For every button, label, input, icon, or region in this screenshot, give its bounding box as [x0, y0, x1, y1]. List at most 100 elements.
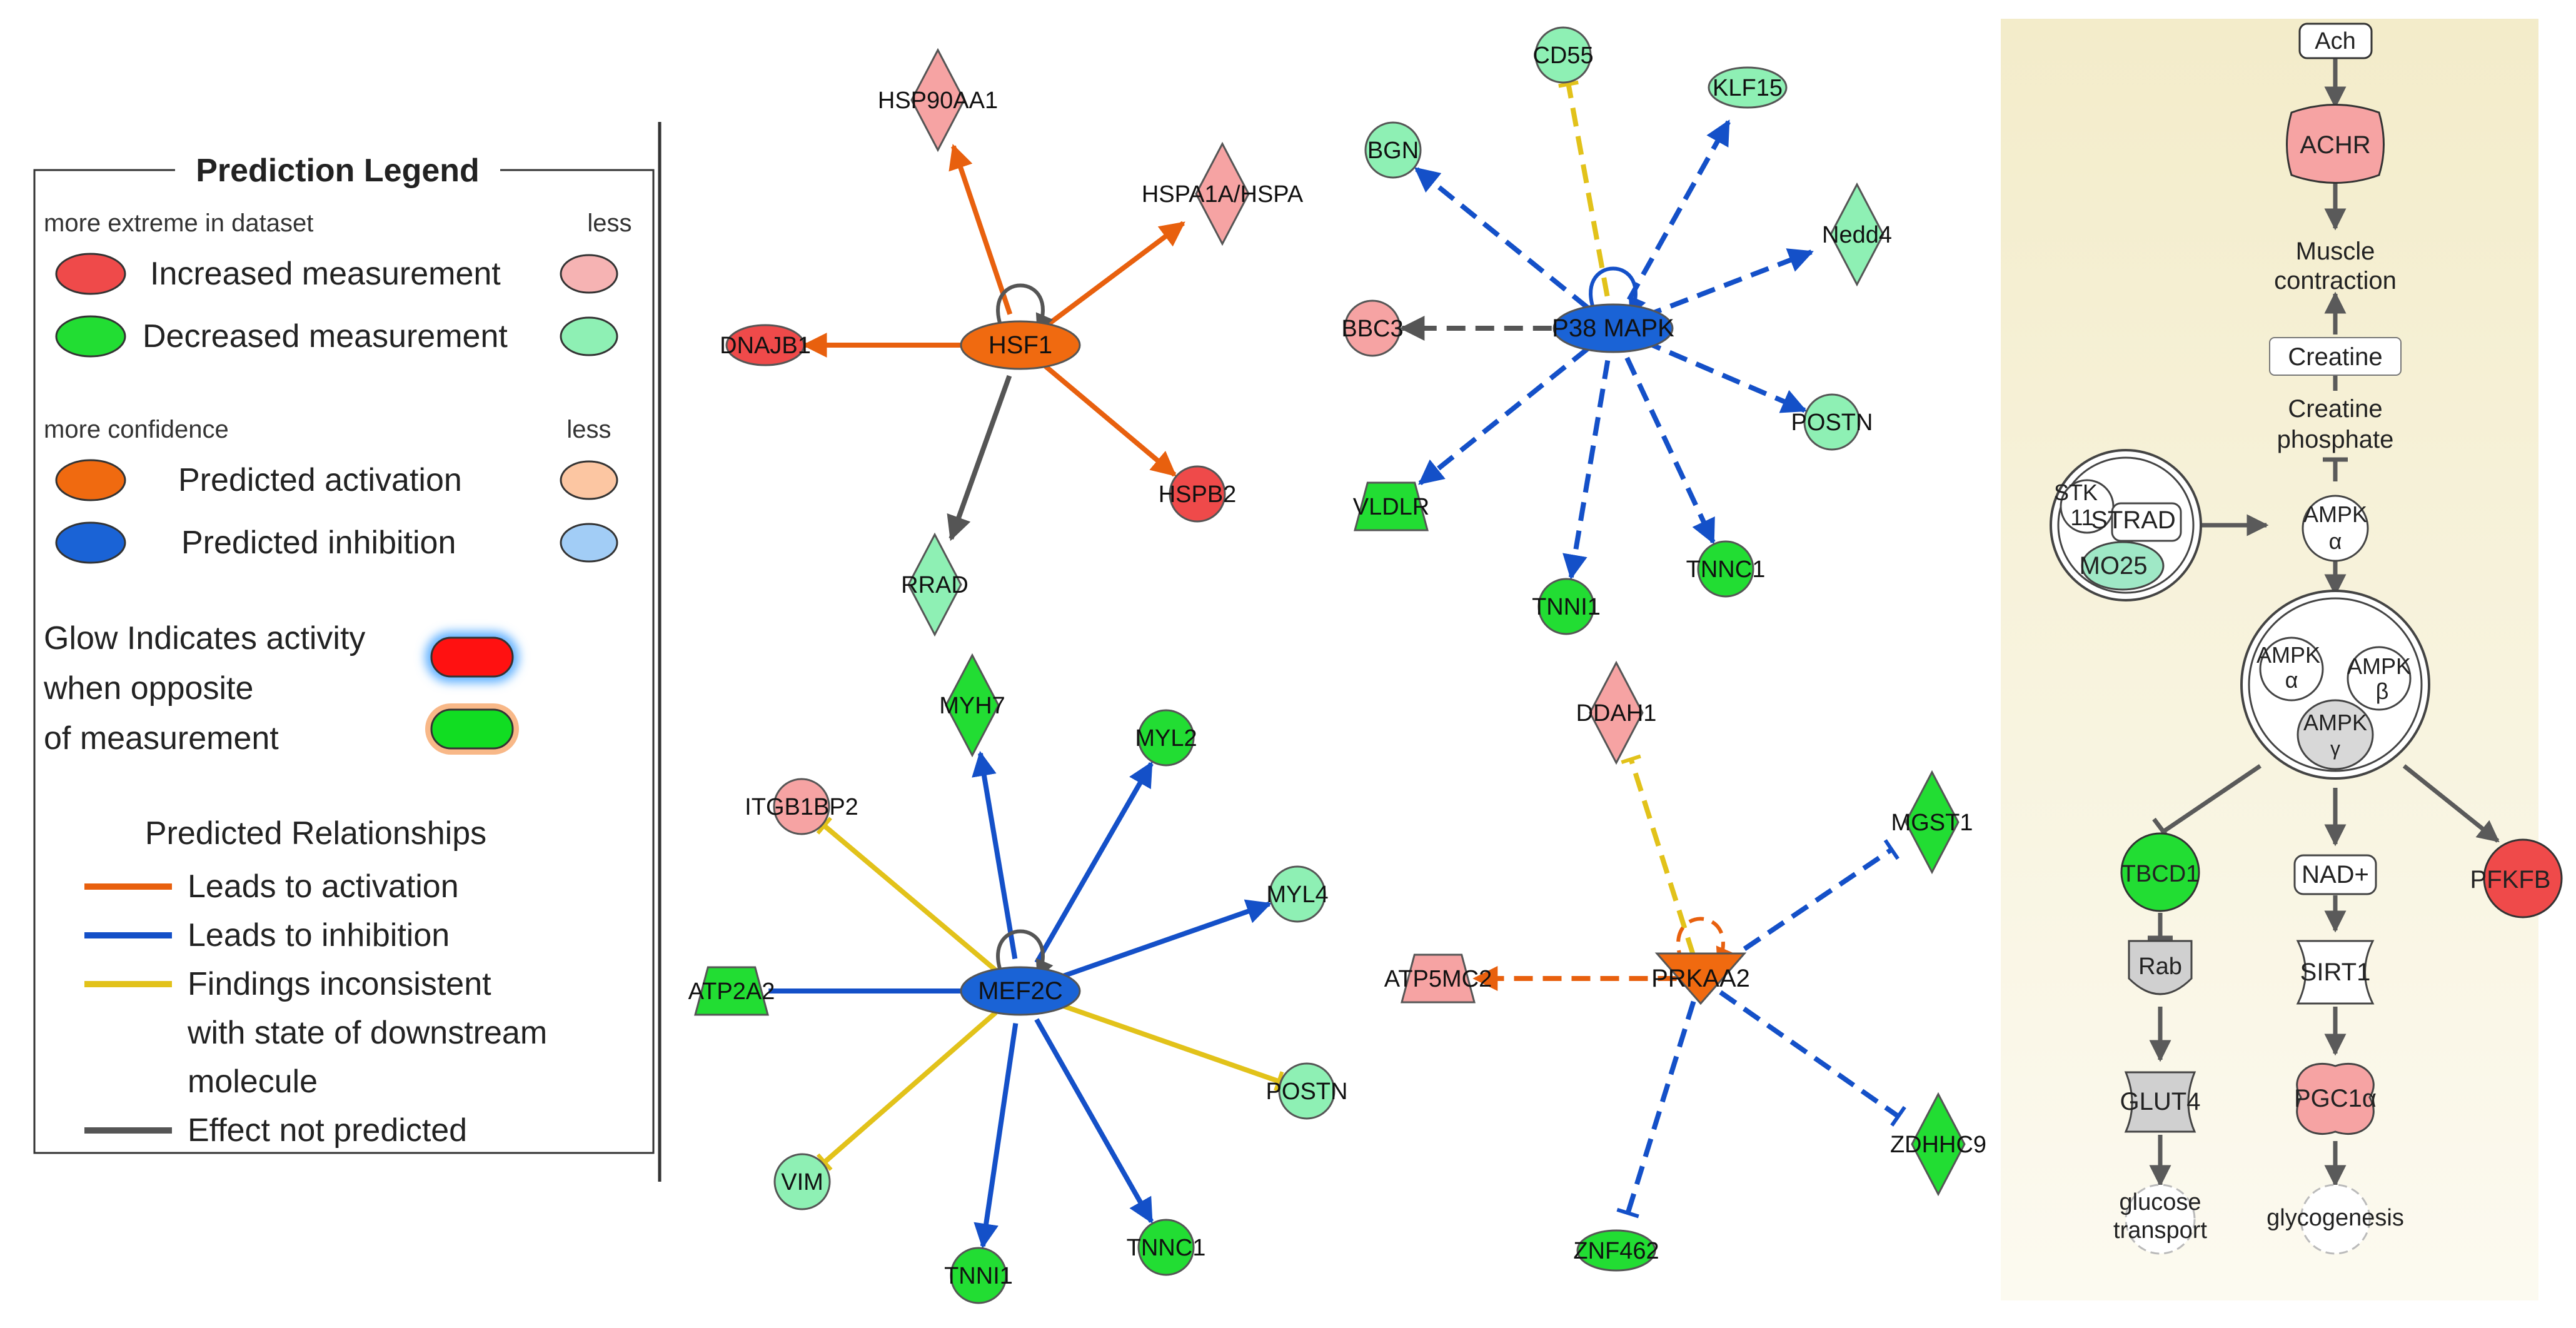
node-hsf1-hspb2: HSPB2	[1159, 465, 1237, 523]
label-glucose-transport-1: glucose	[2120, 1189, 2201, 1215]
self-loop-mef2c	[996, 929, 1054, 979]
label-creatine-phosphate-2: phosphate	[2277, 426, 2394, 453]
node-ampk-complex-inner	[2248, 597, 2423, 772]
node-mef2c-atp2a2: ATP2A2	[688, 966, 775, 1016]
node-label-tnni1: TNNI1	[944, 1263, 1013, 1289]
node-shape-tnni1	[1537, 578, 1595, 635]
label-achr: ACHR	[2300, 131, 2370, 159]
legend-title: Prediction Legend	[196, 153, 480, 189]
node-label-hspb2: HSPB2	[1159, 481, 1237, 508]
prediction-legend: Prediction Legend more extreme in datase…	[33, 153, 655, 1154]
edge-hsf1-hspb2	[1044, 364, 1177, 477]
label-ampk-g-2: γ	[2330, 737, 2340, 760]
label-creatine: Creatine	[2288, 343, 2382, 371]
label-ampk-b-1: AMPK	[2347, 653, 2411, 679]
edge-prkaa2-ddah1	[1628, 758, 1696, 957]
edge-p38-vldlr	[1418, 346, 1589, 485]
legend-decreased-label: Decreased measurement	[143, 318, 508, 355]
node-shape-cd55	[1534, 26, 1592, 84]
node-shape-tnnc1	[1697, 540, 1754, 598]
legend-inhibition-label: Predicted inhibition	[181, 525, 456, 561]
edge-bar-p38-cd55	[1558, 80, 1579, 88]
node-hsf1-hspa1a-hspa: HSPA1A/HSPA	[1142, 141, 1304, 246]
edge-bar-mef2c-itgb1bp2	[816, 817, 832, 835]
node-shape-tnni1	[950, 1247, 1007, 1304]
node-pgc1a	[2296, 1062, 2375, 1135]
node-shape-nedd4	[1829, 182, 1884, 287]
node-label-cd55: CD55	[1532, 43, 1593, 69]
legend-swatch-decreased-strong	[55, 315, 126, 358]
label-muscle-1: Muscle	[2296, 238, 2375, 265]
node-mef2c-postn: POSTN	[1266, 1062, 1347, 1120]
legend-frame	[33, 169, 655, 1154]
self-loop-prkaa2	[1676, 917, 1734, 967]
legend-swatch-inhibition-strong	[55, 521, 126, 564]
node-p38-nedd4: Nedd4	[1822, 182, 1892, 287]
hub-label-prkaa2: PRKAA2	[1651, 965, 1750, 992]
node-creatine	[2269, 337, 2402, 376]
hub-shape-prkaa2	[1654, 952, 1747, 1005]
edge-hsf1-hspa1a-hspa	[1045, 221, 1185, 328]
node-lkb1-complex-inner	[2057, 456, 2195, 594]
label-glucose-transport-2: transport	[2113, 1217, 2207, 1244]
node-hsf1-hsp90aa1: HSP90AA1	[878, 48, 998, 153]
arrow-complex-pfkfb	[2402, 764, 2500, 843]
node-shape-dnajb1	[725, 324, 805, 366]
node-shape-vim	[773, 1153, 831, 1210]
hub-shape-p38	[1552, 303, 1674, 353]
label-ampk-top-1: AMPK	[2303, 501, 2367, 527]
node-glut4	[2124, 1071, 2196, 1133]
edge-prkaa2-mgst1	[1719, 847, 1893, 967]
node-label-vim: VIM	[781, 1169, 823, 1195]
edge-mef2c-tnnc1	[1034, 1018, 1154, 1224]
legend-measurement-less: less	[587, 209, 631, 237]
edge-p38-bgn	[1414, 166, 1589, 310]
node-prkaa2-atp5mc2: ATP5MC2	[1384, 953, 1492, 1004]
node-mef2c-myl4: MYL4	[1266, 865, 1329, 923]
node-ampk-gamma	[2297, 699, 2374, 770]
node-sirt1	[2296, 940, 2375, 1005]
node-p38-bbc3: BBC3	[1341, 299, 1404, 357]
node-label-tnnc1: TNNC1	[1127, 1235, 1206, 1261]
label-ampk-a-2: α	[2285, 667, 2298, 693]
legend-confidence-less: less	[566, 416, 611, 443]
node-shape-rrad	[907, 532, 962, 637]
edge-mef2c-postn	[1050, 999, 1280, 1084]
node-hsf1-dnajb1: DNAJB1	[720, 324, 811, 366]
node-label-klf15: KLF15	[1713, 75, 1783, 101]
hub-shape-mef2c	[960, 966, 1081, 1016]
node-hsf1-rrad: RRAD	[901, 532, 969, 637]
ampk-pathway-panel: Ach ACHR Muscle contraction Creatine Cre…	[2001, 19, 2563, 1300]
label-sirt1: SIRT1	[2300, 958, 2371, 986]
label-stk-2: 11	[2070, 505, 2093, 530]
edge-bar-mef2c-postn	[1274, 1071, 1284, 1092]
edge-hsf1-rrad	[947, 375, 1012, 541]
node-mef2c-myh7: MYH7	[939, 653, 1005, 758]
node-ampk-alpha	[2259, 636, 2324, 702]
legend-measurement-header: more extreme in dataset	[44, 209, 313, 237]
node-p38-cd55: CD55	[1532, 26, 1594, 84]
node-label-atp5mc2: ATP5MC2	[1384, 966, 1492, 992]
node-label-itgb1bp2: ITGB1BP2	[745, 794, 858, 820]
edge-bar-prkaa2-znf462	[1616, 1207, 1639, 1219]
legend-glow-line2: when opposite	[43, 670, 253, 707]
hub-p38: P38 MAPK	[1552, 303, 1674, 353]
node-prkaa2-ddah1: DDAH1	[1576, 660, 1656, 765]
node-shape-ddah1	[1589, 660, 1644, 765]
label-glut4: GLUT4	[2120, 1088, 2201, 1115]
node-shape-atp5mc2	[1401, 953, 1476, 1004]
node-label-myh7: MYH7	[939, 693, 1005, 719]
edge-bar-prkaa2-ddah1	[1621, 754, 1641, 765]
label-ampk-b-2: β	[2376, 678, 2389, 704]
node-shape-znf462	[1576, 1229, 1656, 1272]
node-glucose-transport	[2125, 1184, 2196, 1255]
node-shape-hspb2	[1169, 465, 1226, 523]
node-shape-postn	[1803, 393, 1861, 451]
legend-increased-label: Increased measurement	[150, 256, 501, 292]
edge-p38-tnni1	[1562, 360, 1611, 580]
hub-label-mef2c: MEF2C	[978, 977, 1063, 1005]
node-shape-atp2a2	[694, 966, 769, 1016]
legend-rel-inconsistent-1: Findings inconsistent	[188, 966, 491, 1002]
node-shape-mgst1	[1904, 770, 1960, 875]
